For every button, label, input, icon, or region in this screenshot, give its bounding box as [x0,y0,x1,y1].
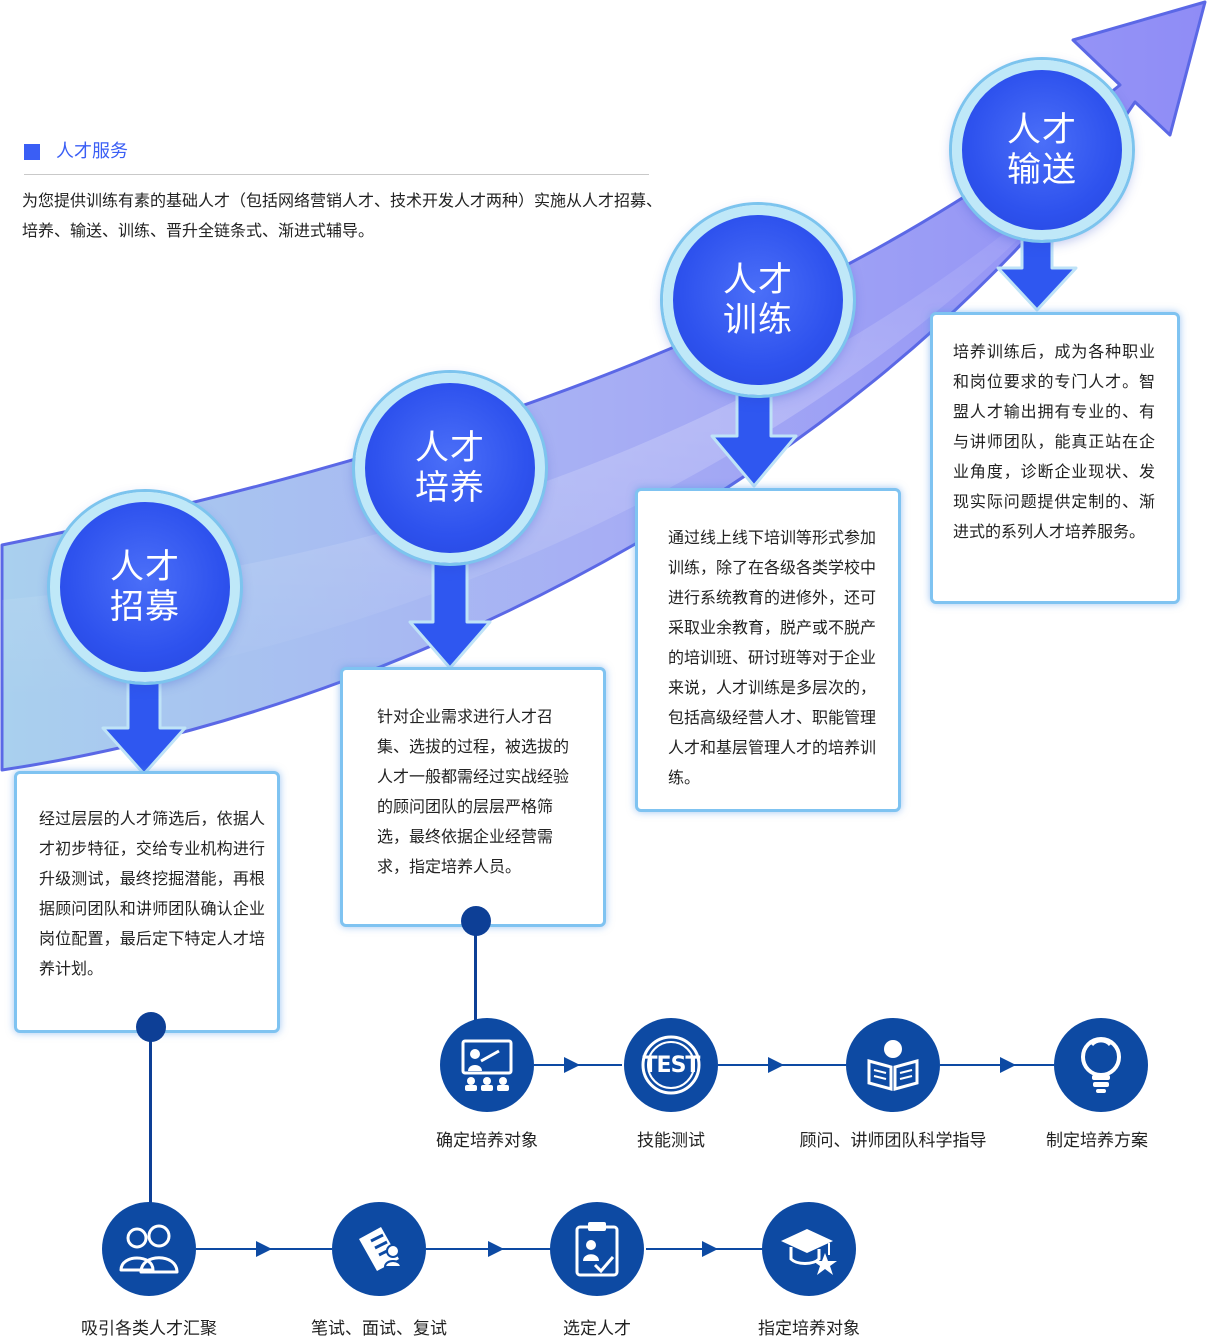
flow-connector [940,1064,1054,1066]
section-title: 人才服务 [56,141,128,162]
lightbulb-icon [1081,1037,1121,1093]
stage-circle-line1: 人才 [1007,110,1077,150]
reading-person-icon [867,1040,919,1091]
stage-description-train: 通过线上线下培训等形式参加训练，除了在各级各类学校中进行系统教育的进修外，还可采… [635,488,901,812]
flow-step-label: 顾问、讲师团队科学指导 [799,1131,987,1151]
stage-circle-line1: 人才 [723,260,793,300]
flow-arrow-icon [702,1241,718,1257]
stage-description-deliver: 培养训练后，成为各种职业和岗位要求的专门人才。智盟人才输出拥有专业的、有与讲师团… [930,312,1180,604]
flow-step-assign-target [762,1202,856,1296]
title-square-icon [24,144,40,160]
stage-circle-line1: 人才 [110,547,180,587]
flow-step-label: 制定培养方案 [1046,1131,1148,1151]
graduation-cap-icon [781,1229,837,1275]
flow-step-skill-test: TEST [624,1018,718,1112]
stage-circle-deliver: 人才 输送 [952,60,1132,240]
flow-step-select-talent [550,1202,644,1296]
flow-step-attract-talent [102,1202,196,1296]
stage-description-cultivate: 针对企业需求进行人才召集、选拔的过程，被选拔的人才一般都需经过实战经验的顾问团队… [340,667,606,927]
flow-step-label: 技能测试 [637,1131,705,1151]
flow-step-exams [332,1202,426,1296]
test-badge-icon [641,1035,701,1095]
stage-circle-line2: 培养 [415,468,485,508]
flow-arrow-icon [256,1241,272,1257]
flow-step-confirm-target [440,1018,534,1112]
flow-step-plan [1054,1018,1148,1112]
connector-line-cultivate [474,922,477,1030]
flow-step-label: 指定培养对象 [758,1319,860,1339]
flow-step-label: 确定培养对象 [436,1131,538,1151]
stage-circle-cultivate: 人才 培养 [355,373,545,563]
teacher-board-icon [461,1039,513,1091]
flow-step-guidance [846,1018,940,1112]
flow-arrow-icon [488,1241,504,1257]
flow-arrow-icon [564,1057,580,1073]
connector-line-recruit [149,1027,152,1207]
flow-step-label: 选定人才 [563,1319,631,1339]
flow-arrow-icon [1000,1057,1016,1073]
stage-circle-line2: 输送 [1007,150,1077,190]
flow-step-label: 笔试、面试、复试 [311,1319,447,1339]
connector-dot-recruit [136,1012,166,1042]
clipboard-person-icon [575,1222,619,1277]
stage-circle-line2: 训练 [723,300,793,340]
flow-arrow-icon [768,1057,784,1073]
stage-circle-line1: 人才 [415,428,485,468]
test-badge-text: TEST [642,1052,701,1078]
people-group-icon [119,1224,179,1274]
title-divider [24,174,649,175]
exam-paper-icon [359,1227,403,1271]
stage-circle-line2: 招募 [110,587,180,627]
flow-step-label: 吸引各类人才汇聚 [81,1319,217,1339]
stage-circle-train: 人才 训练 [663,205,853,395]
stage-description-recruit: 经过层层的人才筛选后，依据人才初步特征，交给专业机构进行升级测试，最终挖掘潜能，… [14,771,280,1033]
connector-dot-cultivate [461,906,491,936]
stage-circle-recruit: 人才 招募 [50,492,240,682]
intro-text: 为您提供训练有素的基础人才（包括网络营销人才、技术开发人才两种）实施从人才招募、… [22,191,663,240]
